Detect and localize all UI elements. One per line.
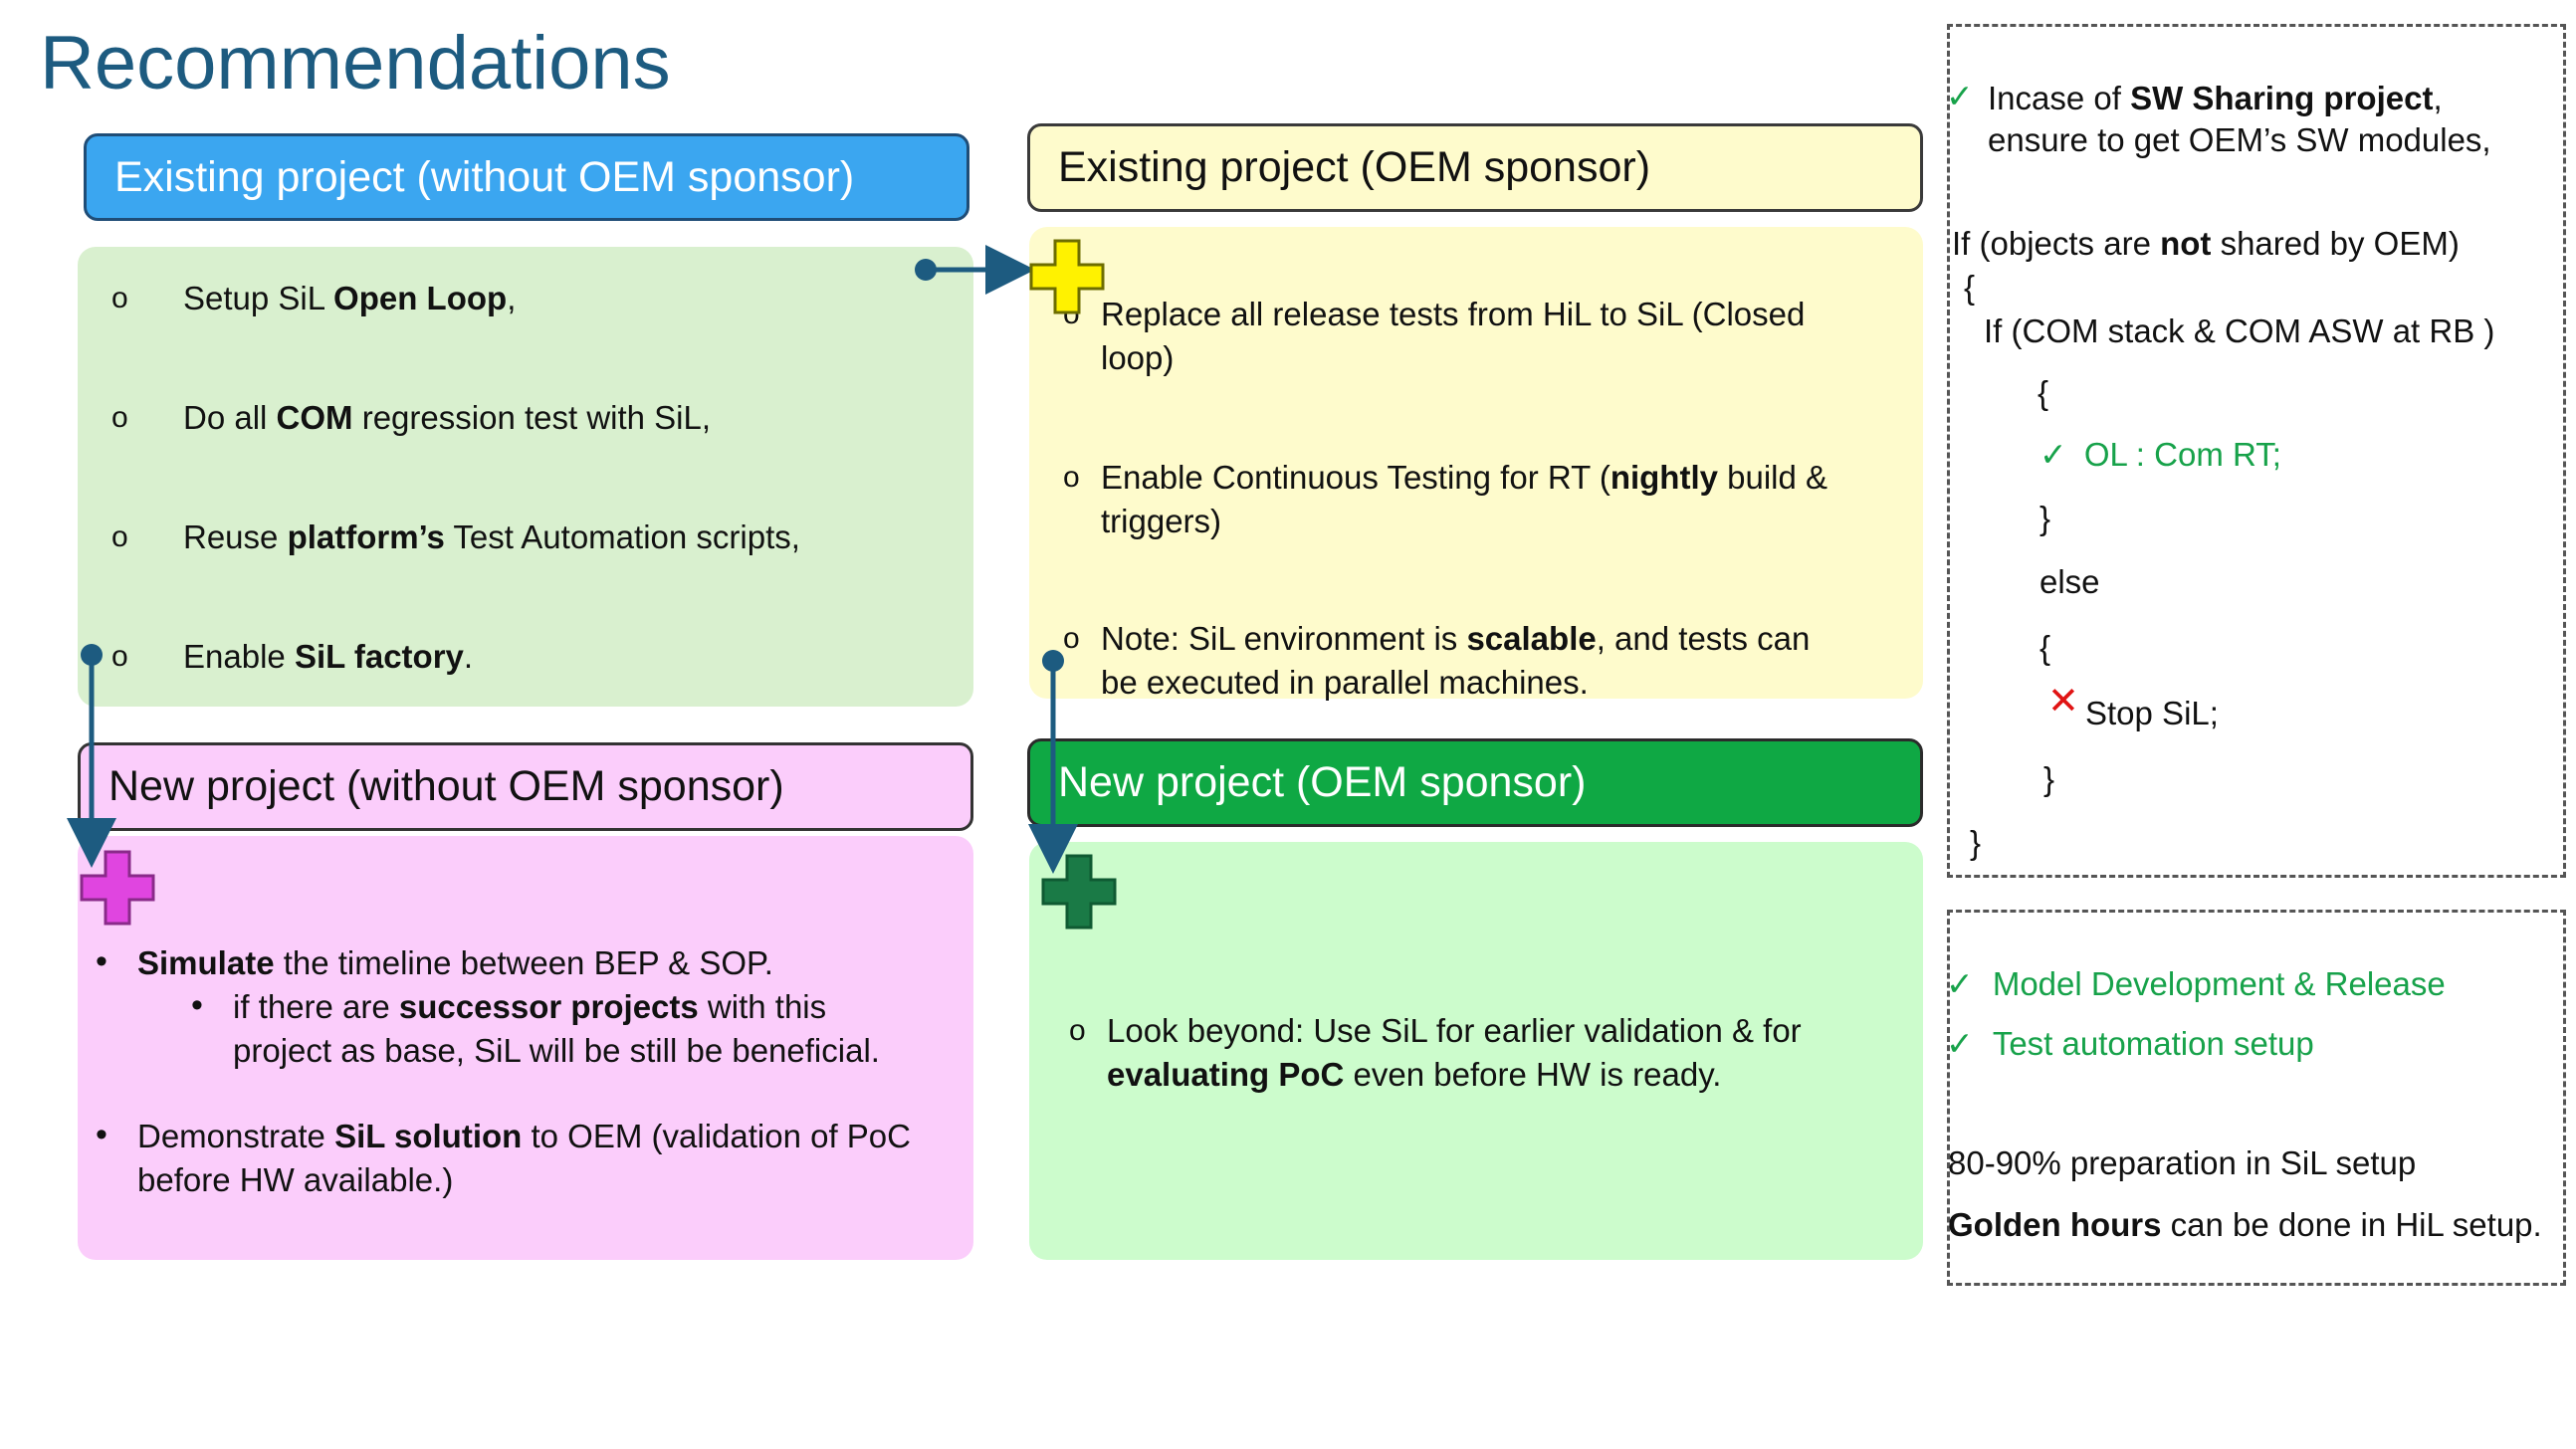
item-bold: nightly xyxy=(1610,459,1718,496)
item-text: Do all xyxy=(183,399,277,436)
side-text: can be done in HiL setup. xyxy=(2161,1206,2542,1243)
check-item: Test automation setup xyxy=(1992,1025,2314,1062)
item-text: , xyxy=(507,280,517,316)
header-new-without-oem: New project (without OEM sponsor) xyxy=(78,742,973,831)
side-text: Incase of xyxy=(1988,80,2131,116)
side-bold: Golden hours xyxy=(1948,1206,2162,1243)
item-bold: evaluating PoC xyxy=(1107,1056,1345,1093)
brace: { xyxy=(2038,374,2049,411)
plus-icon-magenta xyxy=(80,850,155,926)
item-text: regression test with SiL, xyxy=(352,399,712,436)
brace: } xyxy=(2039,500,2051,536)
item-text: the timeline between BEP & SOP. xyxy=(274,944,773,981)
item-text: build & xyxy=(1717,459,1828,496)
check-icon: ✓ xyxy=(1946,965,1974,1002)
panel-new-oem: o Look beyond: Use SiL for earlier valid… xyxy=(1029,842,1923,1260)
plus-icon-green xyxy=(1041,854,1117,930)
header-new-oem: New project (OEM sponsor) xyxy=(1027,738,1923,827)
item-bold: Simulate xyxy=(137,944,275,981)
circle-bullet-icon: o xyxy=(111,282,128,314)
x-icon: ✕ xyxy=(2047,682,2079,723)
item-line: be executed in parallel machines. xyxy=(1101,664,1589,701)
circle-bullet-icon: o xyxy=(111,520,128,553)
item-text: even before HW is ready. xyxy=(1344,1056,1722,1093)
side-bold: SW Sharing project xyxy=(2130,80,2434,116)
side-bold: not xyxy=(2160,225,2212,262)
item-line: Replace all release tests from HiL to Si… xyxy=(1101,296,1806,332)
item-bold: platform’s xyxy=(287,518,445,555)
item-line: Look beyond: Use SiL for earlier validat… xyxy=(1107,1012,1802,1049)
side-line: ensure to get OEM’s SW modules, xyxy=(1988,121,2491,158)
item-text: Reuse xyxy=(183,518,288,555)
item-text: , and tests can xyxy=(1596,620,1811,657)
item-bold: COM xyxy=(276,399,353,436)
item-line: loop) xyxy=(1101,339,1175,376)
page-title: Recommendations xyxy=(40,21,671,105)
item-bold: scalable xyxy=(1466,620,1597,657)
dot-bullet-icon: • xyxy=(191,986,203,1024)
check-icon: ✓ xyxy=(2039,436,2067,473)
item-line: triggers) xyxy=(1101,503,1222,539)
item-text: Note: SiL environment is xyxy=(1101,620,1467,657)
item-bold: SiL factory xyxy=(294,638,464,675)
item-text: Test Automation scripts, xyxy=(444,518,800,555)
header-existing-oem: Existing project (OEM sponsor) xyxy=(1027,123,1923,212)
side-line: If (COM stack & COM ASW at RB ) xyxy=(1984,312,2495,349)
item-text: Enable xyxy=(183,638,295,675)
arrow-existing-to-new-left xyxy=(67,644,116,868)
brace: { xyxy=(1964,269,1976,306)
panel-existing-without-oem: o Setup SiL Open Loop, o Do all COM regr… xyxy=(78,247,973,707)
side-text: If (objects are xyxy=(1952,225,2161,262)
dot-bullet-icon: • xyxy=(96,942,107,980)
brace: } xyxy=(1970,824,1982,861)
side-text: , xyxy=(2433,80,2443,116)
sharing-logic-box: ✓ Incase of SW Sharing project, ensure t… xyxy=(1946,24,2566,878)
arrow-existing-to-new-right xyxy=(1028,650,1078,874)
item-bold: Open Loop xyxy=(333,280,508,316)
item-bold: SiL solution xyxy=(334,1118,523,1154)
item-line: before HW available.) xyxy=(137,1161,454,1198)
circle-bullet-icon: o xyxy=(1063,461,1080,494)
item-text: Demonstrate xyxy=(137,1118,335,1154)
header-existing-without-oem: Existing project (without OEM sponsor) xyxy=(84,133,969,221)
item-text: if there are xyxy=(233,988,399,1025)
x-icon: ✕ xyxy=(2047,681,2079,723)
item-text: Enable Continuous Testing for RT ( xyxy=(1101,459,1610,496)
item-text: with this xyxy=(698,988,827,1025)
plus-icon-yellow xyxy=(1029,239,1105,314)
brace: { xyxy=(2039,629,2051,666)
dot-bullet-icon: • xyxy=(96,1116,107,1153)
side-text: shared by OEM) xyxy=(2211,225,2460,262)
circle-bullet-icon: o xyxy=(1069,1014,1086,1047)
preparation-box: ✓ Model Development & Release ✓ Test aut… xyxy=(1946,910,2566,1286)
arrow-existing-to-oem xyxy=(915,245,1035,295)
panel-new-without-oem: • Simulate the timeline between BEP & SO… xyxy=(78,836,973,1260)
item-line: project as base, SiL will be still be be… xyxy=(233,1032,880,1069)
check-item: Model Development & Release xyxy=(1992,965,2446,1002)
item-text: . xyxy=(463,638,474,675)
prep-line: 80-90% preparation in SiL setup xyxy=(1948,1144,2417,1181)
ol-line: OL : Com RT; xyxy=(2083,436,2281,473)
circle-bullet-icon: o xyxy=(111,640,128,673)
brace: } xyxy=(2043,760,2055,797)
else-line: else xyxy=(2039,563,2100,600)
circle-bullet-icon: o xyxy=(1063,622,1080,655)
stop-line: Stop SiL; xyxy=(2085,695,2219,731)
item-text: to OEM (validation of PoC xyxy=(522,1118,911,1154)
check-icon: ✓ xyxy=(1946,78,1974,114)
item-bold: successor projects xyxy=(398,988,699,1025)
panel-existing-oem: o Replace all release tests from HiL to … xyxy=(1029,227,1923,701)
check-icon: ✓ xyxy=(1946,1025,1974,1062)
item-text: Setup SiL xyxy=(183,280,334,316)
circle-bullet-icon: o xyxy=(111,401,128,434)
